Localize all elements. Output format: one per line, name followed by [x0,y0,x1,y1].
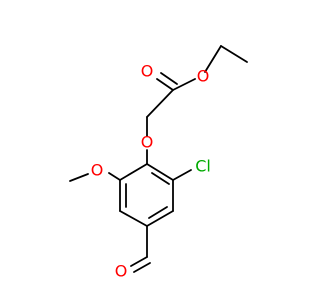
molecule-canvas: O O O O Cl O [69,45,248,281]
atom-label-ester-alkoxy-o: O [197,67,210,86]
atom-label-ether-o: O [141,133,154,152]
atom-label-chlorine: Cl [195,157,211,176]
bond-methoxy-o-ch3 [69,173,89,182]
bond-carbonyl-double-2 [160,72,178,85]
atom-label-aldehyde-o: O [115,262,128,281]
bond-carbonyl-c-ch2 [146,89,174,118]
bond-ring-c6-c1 [119,163,148,181]
bond-ring-methoxy-o [108,172,121,181]
bond-alkoxy-o-carbonyl-c [172,78,196,91]
bond-ring-c3-c4 [146,210,174,227]
bond-carbonyl-double-1 [156,78,174,91]
bond-aromatic-inner-1 [151,172,170,185]
bond-aldehyde-c-o-2 [133,262,151,273]
bond-ethyl-ch3-ch2 [220,45,248,63]
bond-ring-c1-c2 [146,163,174,181]
bond-aldehyde-c-o-1 [130,256,148,267]
atom-label-ester-carbonyl-o: O [141,62,154,81]
bond-ring-cl [172,169,192,181]
molecule-diagram: O O O O Cl O [69,45,248,281]
bond-ring-c4-c5 [119,210,148,227]
bond-aromatic-inner-2 [148,206,168,219]
atom-label-methoxy-o: O [91,161,104,180]
bond-ethyl-ch2-o [204,45,222,73]
